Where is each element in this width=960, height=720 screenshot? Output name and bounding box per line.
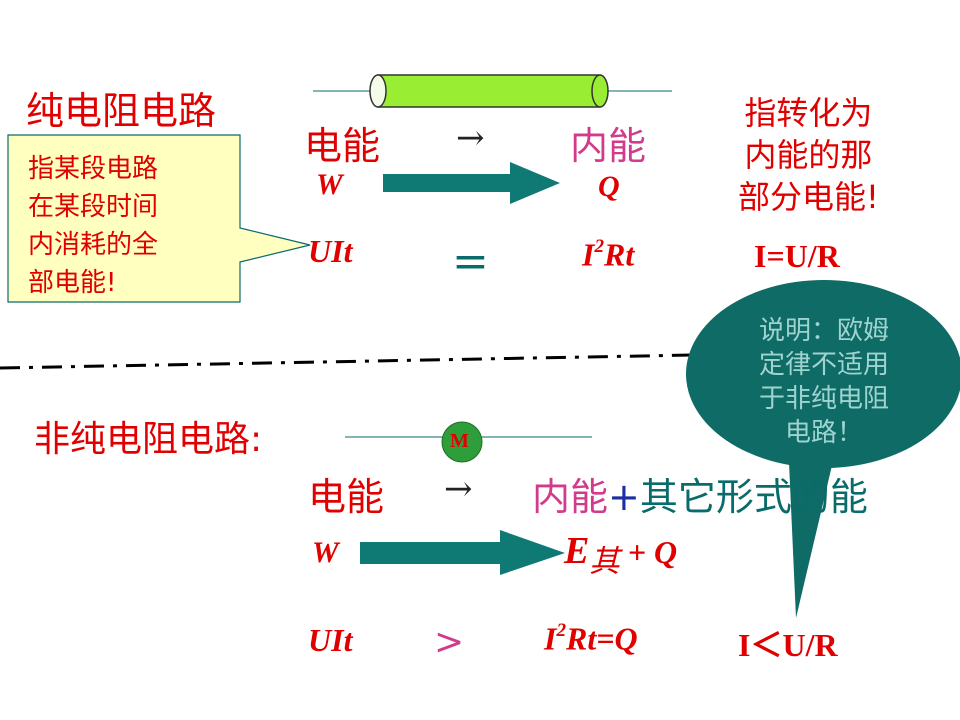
plus-q: + Q: [619, 534, 678, 570]
bubble-text: 说明：欧姆 定律不适用 于非纯电阻 电路！: [694, 314, 954, 450]
callout-line: 在某段时间: [28, 192, 159, 222]
rt-symbol: Rt: [604, 236, 635, 273]
pure-note-line: 内能的那: [744, 136, 873, 174]
callout-box: [7, 134, 311, 303]
speech-bubble: [686, 280, 960, 618]
callout-line: 部电能!: [28, 268, 117, 298]
pure-arrow-symbol: →: [456, 118, 485, 158]
i-symbol: I: [582, 236, 595, 273]
pure-note: 指转化为 内能的那 部分电能!: [738, 92, 879, 218]
nonpure-electric-energy-label: 电能: [308, 475, 385, 519]
rt-equals-q: Rt=Q: [566, 620, 638, 657]
callout-line: 内消耗的全: [28, 230, 159, 260]
e-symbol: E: [564, 530, 590, 572]
nonpure-arrow-icon: [360, 530, 565, 575]
bubble-line: 于非纯电阻: [758, 384, 889, 414]
pure-electric-energy-label: 电能: [304, 124, 381, 168]
pure-circuit-title: 纯电阻电路: [26, 89, 217, 133]
plus-sign: +: [608, 475, 640, 519]
bubble-line: 电路！: [784, 418, 863, 448]
pure-note-line: 指转化为: [744, 94, 873, 132]
callout-line: 指某段电路: [28, 154, 159, 184]
pure-note-line: 部分电能!: [738, 178, 879, 216]
pure-q-symbol: Q: [598, 170, 620, 203]
pure-ohm-law: I=U/R: [754, 238, 840, 274]
pure-arrow-icon: [383, 162, 560, 204]
nonpure-i2rt-formula: I2Rt=Q: [544, 620, 638, 657]
nonpure-arrow-symbol: →: [444, 469, 473, 509]
callout-text: 指某段电路 在某段时间 内消耗的全 部电能!: [28, 150, 158, 302]
nonpure-w-symbol: W: [312, 536, 339, 569]
other-energy-label: 其它形式的能: [639, 475, 868, 519]
pure-i2rt-formula: I2Rt: [582, 236, 634, 273]
nonpure-circuit-title: 非纯电阻电路:: [34, 419, 263, 460]
nonpure-internal-energy-label: 内能: [532, 475, 609, 519]
nonpure-e-plus-q: E其 + Q: [564, 528, 677, 581]
bubble-line: 说明：欧姆: [758, 316, 889, 346]
motor-label: M: [450, 430, 469, 452]
nonpure-ohm-law: I＜U/R: [738, 627, 838, 663]
bubble-line: 定律不适用: [758, 350, 889, 380]
square-superscript: 2: [594, 236, 605, 257]
pure-internal-energy-label: 内能: [570, 124, 647, 168]
e-subscript: 其: [589, 544, 620, 580]
nonpure-energy-result: 内能+其它形式的能: [532, 466, 868, 521]
i-symbol: I: [544, 620, 557, 657]
motor-icon: [441, 421, 483, 463]
nonpure-uit-formula: UIt: [308, 622, 353, 658]
greater-than-sign: >: [434, 622, 465, 663]
square-superscript: 2: [556, 620, 567, 641]
pure-w-symbol: W: [316, 168, 343, 201]
pure-uit-formula: UIt: [308, 233, 353, 269]
pure-equals-sign: =: [452, 236, 489, 287]
resistor-icon: [369, 74, 609, 108]
